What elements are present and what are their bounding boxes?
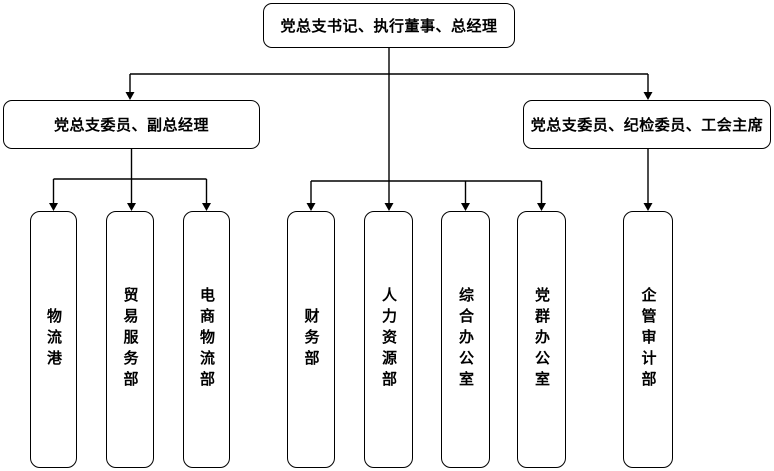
org-node-discipline-union-label: 党总支委员、纪检委员、工会主席 bbox=[530, 117, 764, 134]
dept-label: 综合办公室 bbox=[457, 287, 474, 392]
arrowhead-dept-1 bbox=[49, 203, 58, 211]
arrowhead-dept-7 bbox=[537, 203, 546, 211]
dept-label: 人力资源部 bbox=[380, 287, 397, 392]
org-node-dept-trade-services: 贸易服务部 bbox=[106, 211, 154, 468]
org-node-dept-human-resources: 人力资源部 bbox=[364, 211, 413, 468]
org-node-dept-finance: 财务部 bbox=[287, 211, 335, 468]
org-node-dept-general-office: 综合办公室 bbox=[441, 211, 490, 468]
dept-label: 电商物流部 bbox=[198, 287, 215, 392]
arrowhead-discipline-union bbox=[643, 92, 653, 100]
org-node-root-label: 党总支书记、执行董事、总经理 bbox=[280, 18, 498, 35]
arrowhead-dept-5 bbox=[384, 203, 394, 211]
org-node-deputy-gm: 党总支委员、副总经理 bbox=[3, 100, 260, 149]
arrowhead-deputy-gm bbox=[125, 92, 135, 100]
org-node-dept-audit: 企管审计部 bbox=[623, 211, 673, 468]
org-node-dept-party-mass-office: 党群办公室 bbox=[517, 211, 566, 468]
connector-root-to-mid-departments bbox=[310, 74, 543, 205]
connector-deputy-to-departments bbox=[52, 149, 208, 205]
org-node-dept-ecommerce-logistics: 电商物流部 bbox=[183, 211, 230, 468]
org-node-deputy-gm-label: 党总支委员、副总经理 bbox=[53, 117, 209, 134]
arrowhead-dept-8 bbox=[643, 203, 653, 211]
dept-label: 财务部 bbox=[302, 308, 320, 371]
arrowheads bbox=[49, 92, 653, 211]
dept-label: 物流港 bbox=[45, 308, 62, 371]
dept-label: 企管审计部 bbox=[639, 287, 657, 392]
org-node-discipline-union: 党总支委员、纪检委员、工会主席 bbox=[523, 100, 771, 149]
arrowhead-dept-6 bbox=[461, 203, 470, 211]
arrowhead-dept-3 bbox=[202, 203, 211, 211]
arrowhead-dept-2 bbox=[127, 203, 136, 211]
arrowhead-dept-4 bbox=[306, 203, 316, 211]
org-node-dept-logistics-port: 物流港 bbox=[30, 211, 77, 468]
dept-label: 贸易服务部 bbox=[121, 287, 139, 392]
org-node-root: 党总支书记、执行董事、总经理 bbox=[263, 3, 515, 48]
dept-label: 党群办公室 bbox=[533, 287, 550, 392]
